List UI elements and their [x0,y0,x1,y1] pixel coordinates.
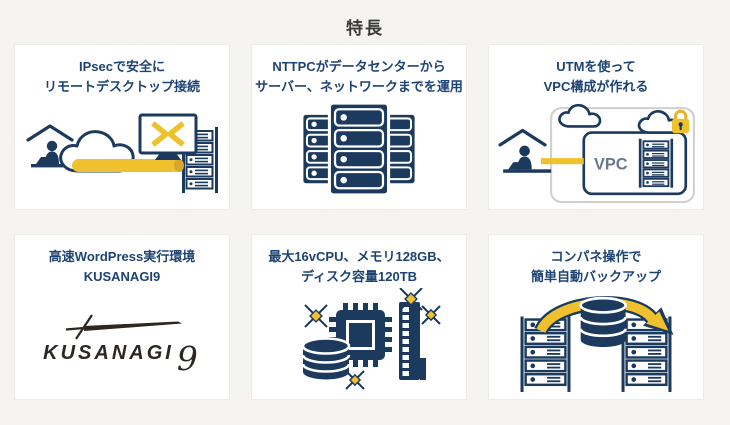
auto-backup-illustration [520,296,674,393]
card-title-line-2: サーバー、ネットワークまでを運用 [255,79,463,95]
feature-card-auto-backup: コンパネ操作で 簡単自動バックアップ [488,234,704,400]
sparkle-icon [421,305,441,325]
card-title-line-2: VPC構成が作れる [543,79,649,95]
card-illustration: VPC [489,97,703,209]
feature-card-ipsec-remote-desktop: IPsecで安全に リモートデスクトップ接続 [14,44,230,210]
remote-desktop-illustration [26,113,218,194]
kusanagi-word: KUSANAGI [43,341,174,364]
server-rack-icon [638,138,674,188]
database-icon [579,296,627,348]
server-rack-icon [182,127,218,194]
card-title-line-1: 高速WordPress実行環境 [48,249,196,264]
card-title: コンパネ操作で 簡単自動バックアップ [531,247,661,287]
feature-card-managed-operation: NTTPCがデータセンターから サーバー、ネットワークまでを運用 [251,44,467,210]
kusanagi-number: 9 [176,338,201,378]
feature-grid: IPsecで安全に リモートデスクトップ接続 [14,44,704,400]
sparkle-icon [304,304,328,328]
card-illustration [252,97,466,209]
card-title-line-1: IPsecで安全に [79,59,165,74]
memory-icon [399,302,426,381]
page-title: 特長 [346,19,384,38]
connection-line [540,158,584,165]
card-title: 高速WordPress実行環境 KUSANAGI9 [49,247,195,287]
card-title-line-1: 最大16vCPU、メモリ128GB、 [268,249,450,264]
vpc-label: VPC [594,155,628,173]
cpu-memory-disk-illustration [301,288,441,390]
cloud-icon [558,104,602,128]
card-title-line-1: UTMを使って [556,59,636,74]
database-icon [301,337,351,380]
sparkle-icon [345,370,365,390]
feature-card-specs: 最大16vCPU、メモリ128GB、 ディスク容量120TB [251,234,467,400]
feature-card-utm-vpc: UTMを使って VPC構成が作れる VPC [488,44,704,210]
padlock-icon [671,109,690,134]
home-worker-icon [498,129,552,173]
card-title: UTMを使って VPC構成が作れる [544,57,649,97]
vpc-illustration: VPC [498,104,695,204]
card-title-line-1: コンパネ操作で [550,249,642,264]
card-title-line-2: KUSANAGI9 [83,269,161,285]
card-illustration [15,97,229,209]
server-racks-illustration [300,101,418,197]
sparkle-icon [399,288,423,311]
remote-desktop-monitor-icon [138,113,198,161]
card-title-line-1: NTTPCがデータセンターから [272,59,446,74]
card-title: 最大16vCPU、メモリ128GB、 ディスク容量120TB [268,247,449,287]
kusanagi-sword-icon [65,314,182,340]
card-title: IPsecで安全に リモートデスクトップ接続 [44,57,200,97]
card-title-line-2: ディスク容量120TB [300,269,418,285]
card-title-line-2: 簡単自動バックアップ [530,269,661,285]
card-illustration [489,287,703,399]
card-title: NTTPCがデータセンターから サーバー、ネットワークまでを運用 [255,57,463,97]
card-illustration [252,287,466,399]
card-title-line-2: リモートデスクトップ接続 [43,79,200,95]
vpn-tunnel-icon [72,159,184,173]
home-worker-icon [26,124,78,168]
server-rack-icon [327,101,391,197]
